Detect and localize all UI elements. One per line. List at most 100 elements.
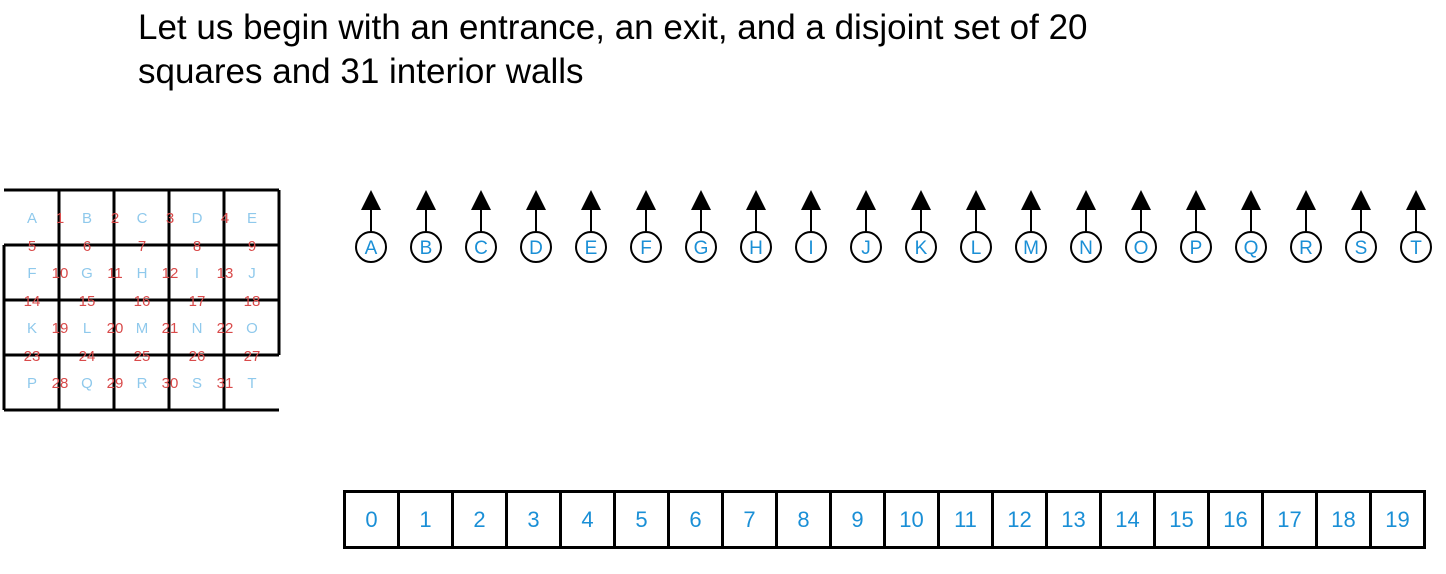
- set-node-c: C: [465, 190, 497, 263]
- set-node-label: O: [1134, 238, 1149, 259]
- set-node-a: A: [355, 190, 387, 263]
- array-cell: 9: [829, 490, 886, 549]
- set-node-label: T: [1410, 238, 1422, 259]
- array-cell: 11: [937, 490, 994, 549]
- array-cell: 5: [613, 490, 670, 549]
- set-node-e: E: [575, 190, 607, 263]
- set-node-circle: [410, 231, 442, 263]
- set-node-circle: [1015, 231, 1047, 263]
- maze-cell-label: B: [82, 210, 92, 227]
- maze-cell-label: S: [192, 375, 202, 392]
- set-node-circle: [1345, 231, 1377, 263]
- set-node-label: H: [749, 238, 763, 259]
- maze-cell-label: T: [247, 375, 256, 392]
- maze-cell-label: N: [192, 320, 203, 337]
- maze-wall-label: 26: [189, 348, 206, 365]
- set-node-label: E: [585, 238, 598, 259]
- title-line-1: Let us begin with an entrance, an exit, …: [138, 8, 1088, 47]
- slide-title: Let us begin with an entrance, an exit, …: [138, 6, 1088, 94]
- maze-cell-label: A: [27, 210, 37, 227]
- maze-cell-label: G: [81, 265, 93, 282]
- maze-wall-label: 14: [24, 293, 41, 310]
- maze-wall-label: 28: [52, 375, 69, 392]
- set-node-circle: [1180, 231, 1212, 263]
- maze-cell-label: C: [137, 210, 148, 227]
- maze-wall-label: 20: [107, 320, 124, 337]
- maze-cell-label: L: [83, 320, 91, 337]
- set-node-circle: [1125, 231, 1157, 263]
- maze-wall-label: 25: [134, 348, 151, 365]
- maze-wall-label: 21: [162, 320, 179, 337]
- set-node-n: N: [1070, 190, 1102, 263]
- array-cell: 15: [1153, 490, 1210, 549]
- set-node-r: R: [1290, 190, 1322, 263]
- maze-cell-label: D: [192, 210, 203, 227]
- maze-cell-label: E: [247, 210, 257, 227]
- set-node-g: G: [685, 190, 717, 263]
- array-cell: 3: [505, 490, 562, 549]
- maze-wall-label: 4: [221, 210, 229, 227]
- maze-wall-label: 16: [134, 293, 151, 310]
- set-node-circle: [355, 231, 387, 263]
- set-node-s: S: [1345, 190, 1377, 263]
- set-node-label: I: [808, 238, 813, 259]
- set-node-label: P: [1190, 238, 1203, 259]
- array-cell: 18: [1315, 490, 1372, 549]
- maze-wall-label: 12: [162, 265, 179, 282]
- set-node-label: B: [420, 238, 433, 259]
- set-node-d: D: [520, 190, 552, 263]
- array-cell: 10: [883, 490, 940, 549]
- set-node-m: M: [1015, 190, 1047, 263]
- set-node-label: A: [365, 238, 378, 259]
- maze-cell-label: H: [137, 265, 148, 282]
- set-node-circle: [1290, 231, 1322, 263]
- maze-wall-label: 18: [244, 293, 261, 310]
- array-cell: 6: [667, 490, 724, 549]
- maze-wall-label: 3: [166, 210, 174, 227]
- maze-wall-label: 7: [138, 238, 146, 255]
- set-node-circle: [850, 231, 882, 263]
- maze-wall-label: 10: [52, 265, 69, 282]
- maze-wall-label: 30: [162, 375, 179, 392]
- array-cell: 1: [397, 490, 454, 549]
- maze-cell-label: M: [136, 320, 149, 337]
- set-node-k: K: [905, 190, 937, 263]
- maze-wall-label: 13: [217, 265, 234, 282]
- maze-cell-label: I: [195, 265, 199, 282]
- maze-wall-label: 6: [83, 238, 91, 255]
- set-node-l: L: [960, 190, 992, 263]
- maze-wall-label: 1: [56, 210, 64, 227]
- maze-cell-label: O: [246, 320, 258, 337]
- set-node-label: J: [861, 238, 871, 259]
- maze-wall-label: 5: [28, 238, 36, 255]
- maze-wall-label: 29: [107, 375, 124, 392]
- set-node-i: I: [795, 190, 827, 263]
- set-node-label: F: [640, 238, 652, 259]
- set-node-q: Q: [1235, 190, 1267, 263]
- maze-wall-label: 11: [107, 265, 123, 282]
- title-line-2: squares and 31 interior walls: [138, 52, 584, 91]
- maze-wall-label: 24: [79, 348, 96, 365]
- maze-wall-label: 9: [248, 238, 256, 255]
- set-node-label: D: [529, 238, 543, 259]
- maze-wall-label: 31: [217, 375, 234, 392]
- set-node-circle: [1235, 231, 1267, 263]
- set-node-circle: [795, 231, 827, 263]
- set-node-t: T: [1400, 190, 1432, 263]
- set-node-label: M: [1023, 238, 1039, 259]
- set-node-label: N: [1079, 238, 1093, 259]
- array-cell: 2: [451, 490, 508, 549]
- set-node-circle: [630, 231, 662, 263]
- set-node-circle: [1400, 231, 1432, 263]
- set-node-j: J: [850, 190, 882, 263]
- set-node-circle: [465, 231, 497, 263]
- set-node-circle: [685, 231, 717, 263]
- maze-wall-label: 2: [111, 210, 119, 227]
- maze-wall-label: 22: [217, 320, 234, 337]
- array-cell: 13: [1045, 490, 1102, 549]
- set-node-p: P: [1180, 190, 1212, 263]
